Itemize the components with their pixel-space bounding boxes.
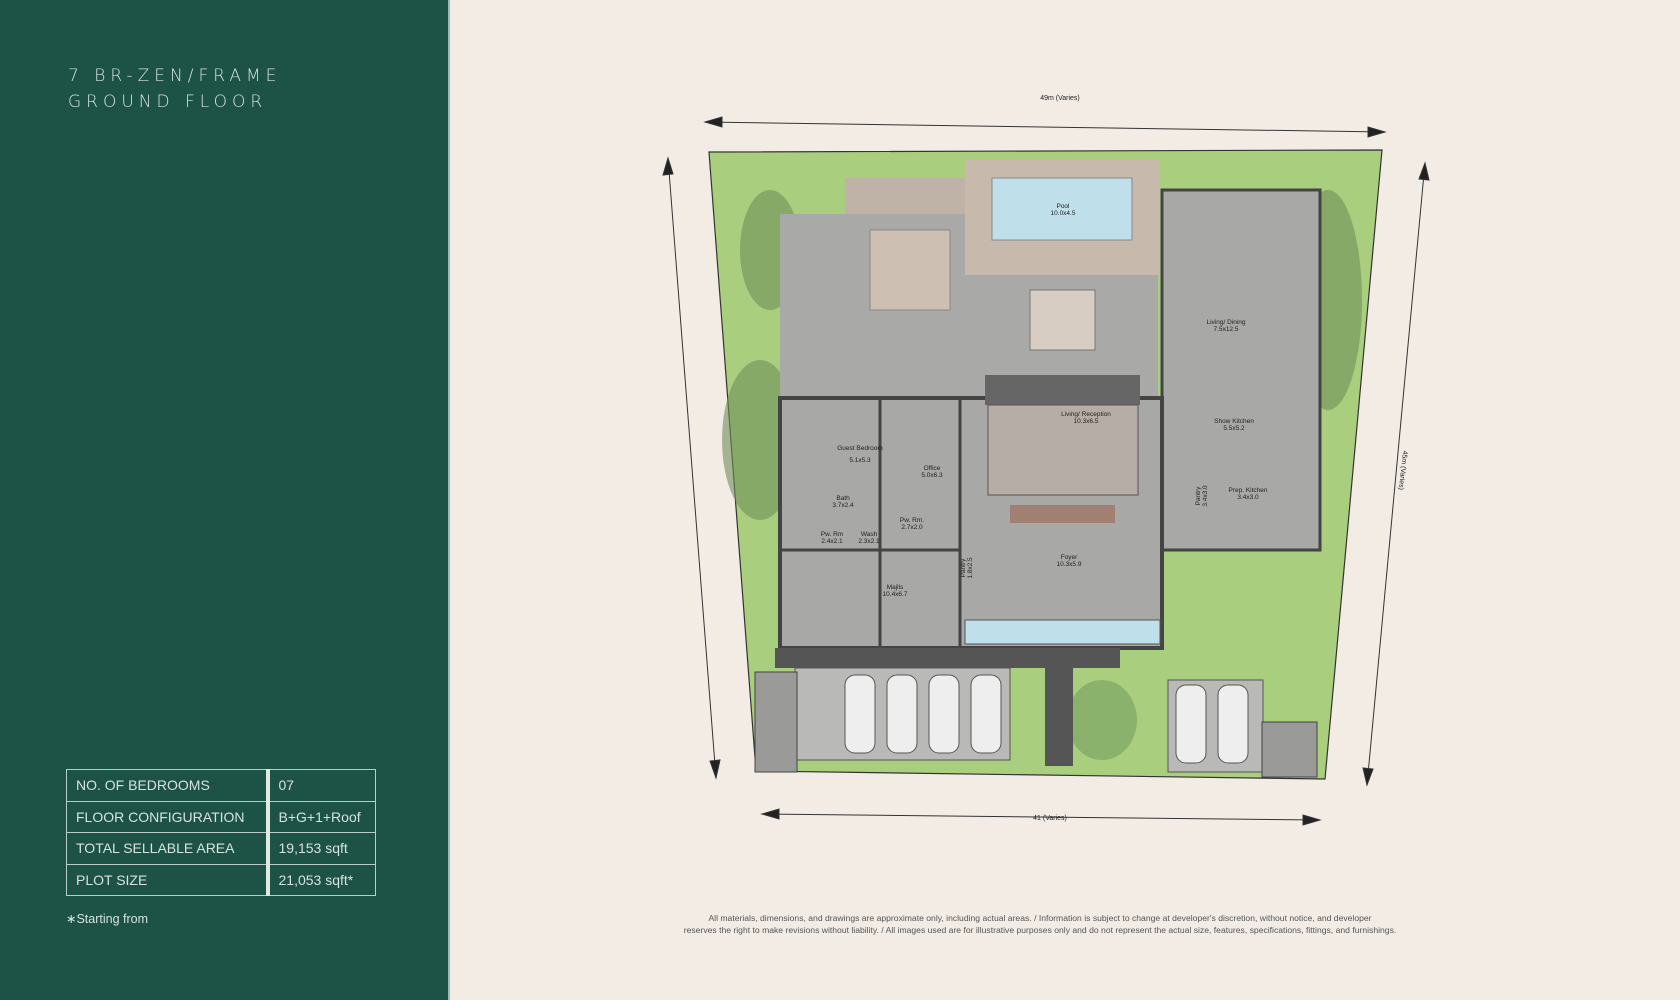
room-size: 10.0x4.5 bbox=[1051, 210, 1076, 217]
unit-title: 7 BR-ZEN/FRAME bbox=[68, 66, 282, 86]
spec-label: FLOOR CONFIGURATION bbox=[66, 800, 268, 833]
room-size: 3.7x2.4 bbox=[832, 502, 854, 509]
reception-wall bbox=[985, 375, 1140, 405]
room-label: Prep. Kitchen bbox=[1228, 487, 1267, 494]
spec-label: PLOT SIZE bbox=[66, 863, 268, 896]
footnote: ∗Starting from bbox=[66, 912, 149, 926]
room-size: 10.3x5.9 bbox=[1057, 561, 1082, 568]
tree bbox=[1067, 680, 1137, 760]
pool bbox=[991, 177, 1133, 241]
room-size: 2.7x2.0 bbox=[901, 524, 923, 531]
room-label: Living/ Dining bbox=[1206, 319, 1245, 326]
room-size: 2.4x2.1 bbox=[821, 538, 843, 545]
room-size: 2.3x2.1 bbox=[858, 538, 880, 545]
room-size: 3.4x3.0 bbox=[1202, 485, 1209, 507]
dining-deck bbox=[869, 229, 951, 311]
room-label: Pool bbox=[1056, 203, 1070, 210]
panel-divider bbox=[448, 0, 450, 1000]
service-room bbox=[1261, 721, 1318, 778]
boundary-wall bbox=[775, 648, 1120, 668]
room-label: Wash bbox=[861, 531, 878, 538]
room-labels: Pool 10.0x4.5 Living/ Dining 7.5x12.5 Li… bbox=[821, 203, 1268, 598]
room-label: Majlis bbox=[887, 584, 904, 591]
spec-value: 19,153 sqft bbox=[265, 832, 376, 865]
room-label: Pw. Rm. bbox=[900, 517, 924, 524]
reception-rug bbox=[987, 404, 1139, 496]
dimension-bottom: 41 (Varies) bbox=[1033, 815, 1067, 822]
room-label: Show Kitchen bbox=[1214, 418, 1254, 425]
room-label: Foyer bbox=[1061, 554, 1078, 561]
disclaimer-line: reserves the right to make revisions wit… bbox=[683, 924, 1397, 935]
room-size: 7.5x12.5 bbox=[1214, 326, 1239, 333]
deck bbox=[845, 178, 973, 214]
room-size: 5.5x5.2 bbox=[1223, 425, 1245, 432]
room-size: 3.4x3.0 bbox=[1237, 494, 1259, 501]
spec-label: NO. OF BEDROOMS bbox=[66, 769, 268, 802]
disclaimer-line: All materials, dimensions, and drawings … bbox=[708, 913, 1372, 923]
room-label: Pantry bbox=[1195, 486, 1202, 506]
spec-value: 21,053 sqft* bbox=[265, 863, 376, 896]
room-label: Living/ Reception bbox=[1061, 411, 1111, 418]
service-room bbox=[754, 671, 798, 773]
dimension-lines bbox=[662, 116, 1430, 826]
room-label: Guest Bedroom bbox=[837, 445, 883, 452]
room-size: 10.4x6.7 bbox=[883, 591, 908, 598]
room-size: 1.8x2.5 bbox=[967, 557, 974, 579]
cars bbox=[844, 674, 1249, 764]
east-wing bbox=[1160, 188, 1322, 552]
water-feature bbox=[1029, 289, 1096, 351]
room-label: Pw. Rm bbox=[821, 531, 843, 538]
spec-label: TOTAL SELLABLE AREA bbox=[66, 832, 268, 865]
spec-value: B+G+1+Roof bbox=[265, 800, 376, 833]
room-size: 5.1x5.3 bbox=[849, 457, 871, 464]
room-label: Pantry bbox=[960, 558, 967, 578]
room-size: 10.3x6.5 bbox=[1074, 418, 1099, 425]
dimension-right: 45m (Varies) bbox=[1397, 450, 1408, 490]
floor-title: GROUND FLOOR bbox=[68, 92, 268, 112]
dimension-top: 49m (Varies) bbox=[1040, 95, 1080, 102]
walkway bbox=[1045, 648, 1073, 766]
disclaimer: All materials, dimensions, and drawings … bbox=[640, 913, 1440, 936]
room-label: Office bbox=[924, 465, 941, 472]
stairs bbox=[1010, 505, 1115, 523]
reflecting-pool bbox=[964, 619, 1161, 645]
room-size: 5.0x6.3 bbox=[921, 472, 943, 479]
room-label: Bath bbox=[836, 495, 850, 502]
